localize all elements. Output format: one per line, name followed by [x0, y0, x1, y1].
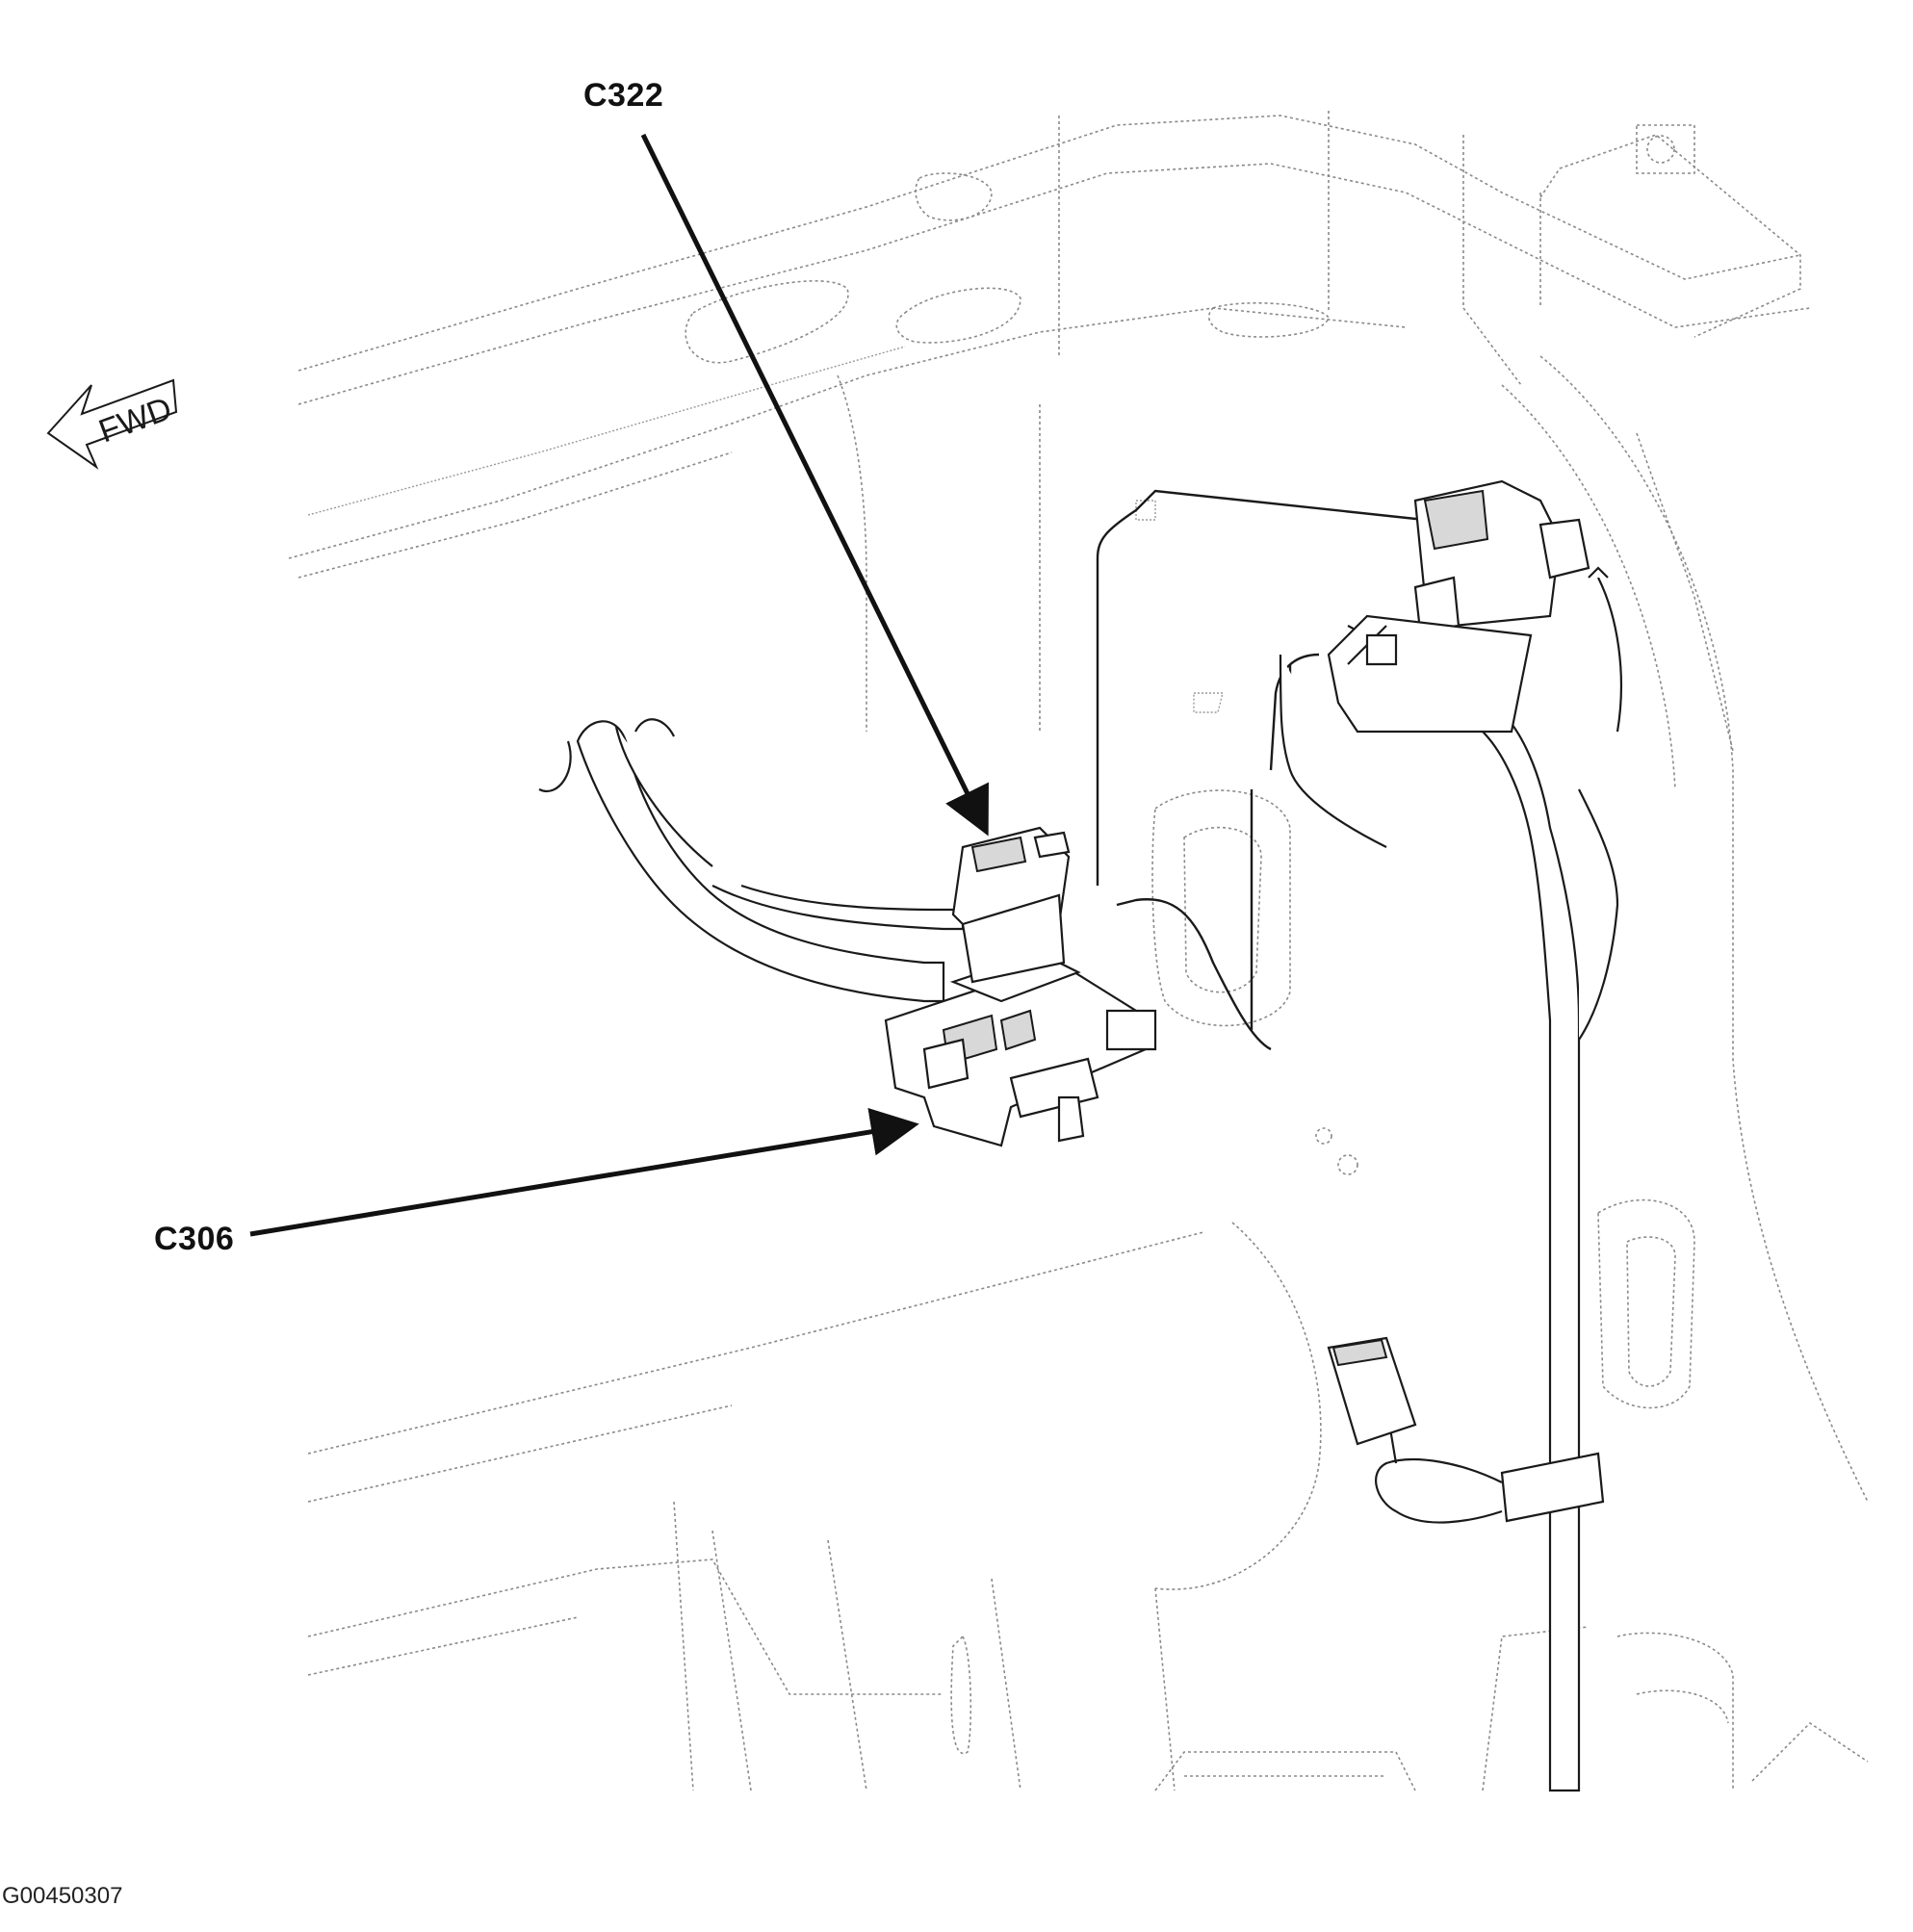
- c322-leader: [640, 133, 989, 837]
- forward-label: FWD: [94, 390, 177, 450]
- c322-connector: [951, 826, 1071, 984]
- callout-c322: C322: [583, 77, 664, 114]
- upper-right-connector: [1413, 479, 1590, 632]
- harness-routing: [1096, 489, 1426, 1051]
- callout-c306: C306: [154, 1221, 235, 1257]
- c306-leader: [249, 1108, 919, 1237]
- figure-id: G00450307: [2, 1883, 123, 1909]
- c306-connector: [884, 951, 1157, 1147]
- lower-connector: [1327, 1336, 1417, 1446]
- connector-bracket: [1327, 614, 1533, 734]
- forward-direction-icon: FWD: [46, 378, 178, 470]
- wiring-harness: [538, 566, 1622, 1792]
- vehicle-body-outline: [288, 111, 1869, 1791]
- callout-leaders: [249, 133, 989, 1237]
